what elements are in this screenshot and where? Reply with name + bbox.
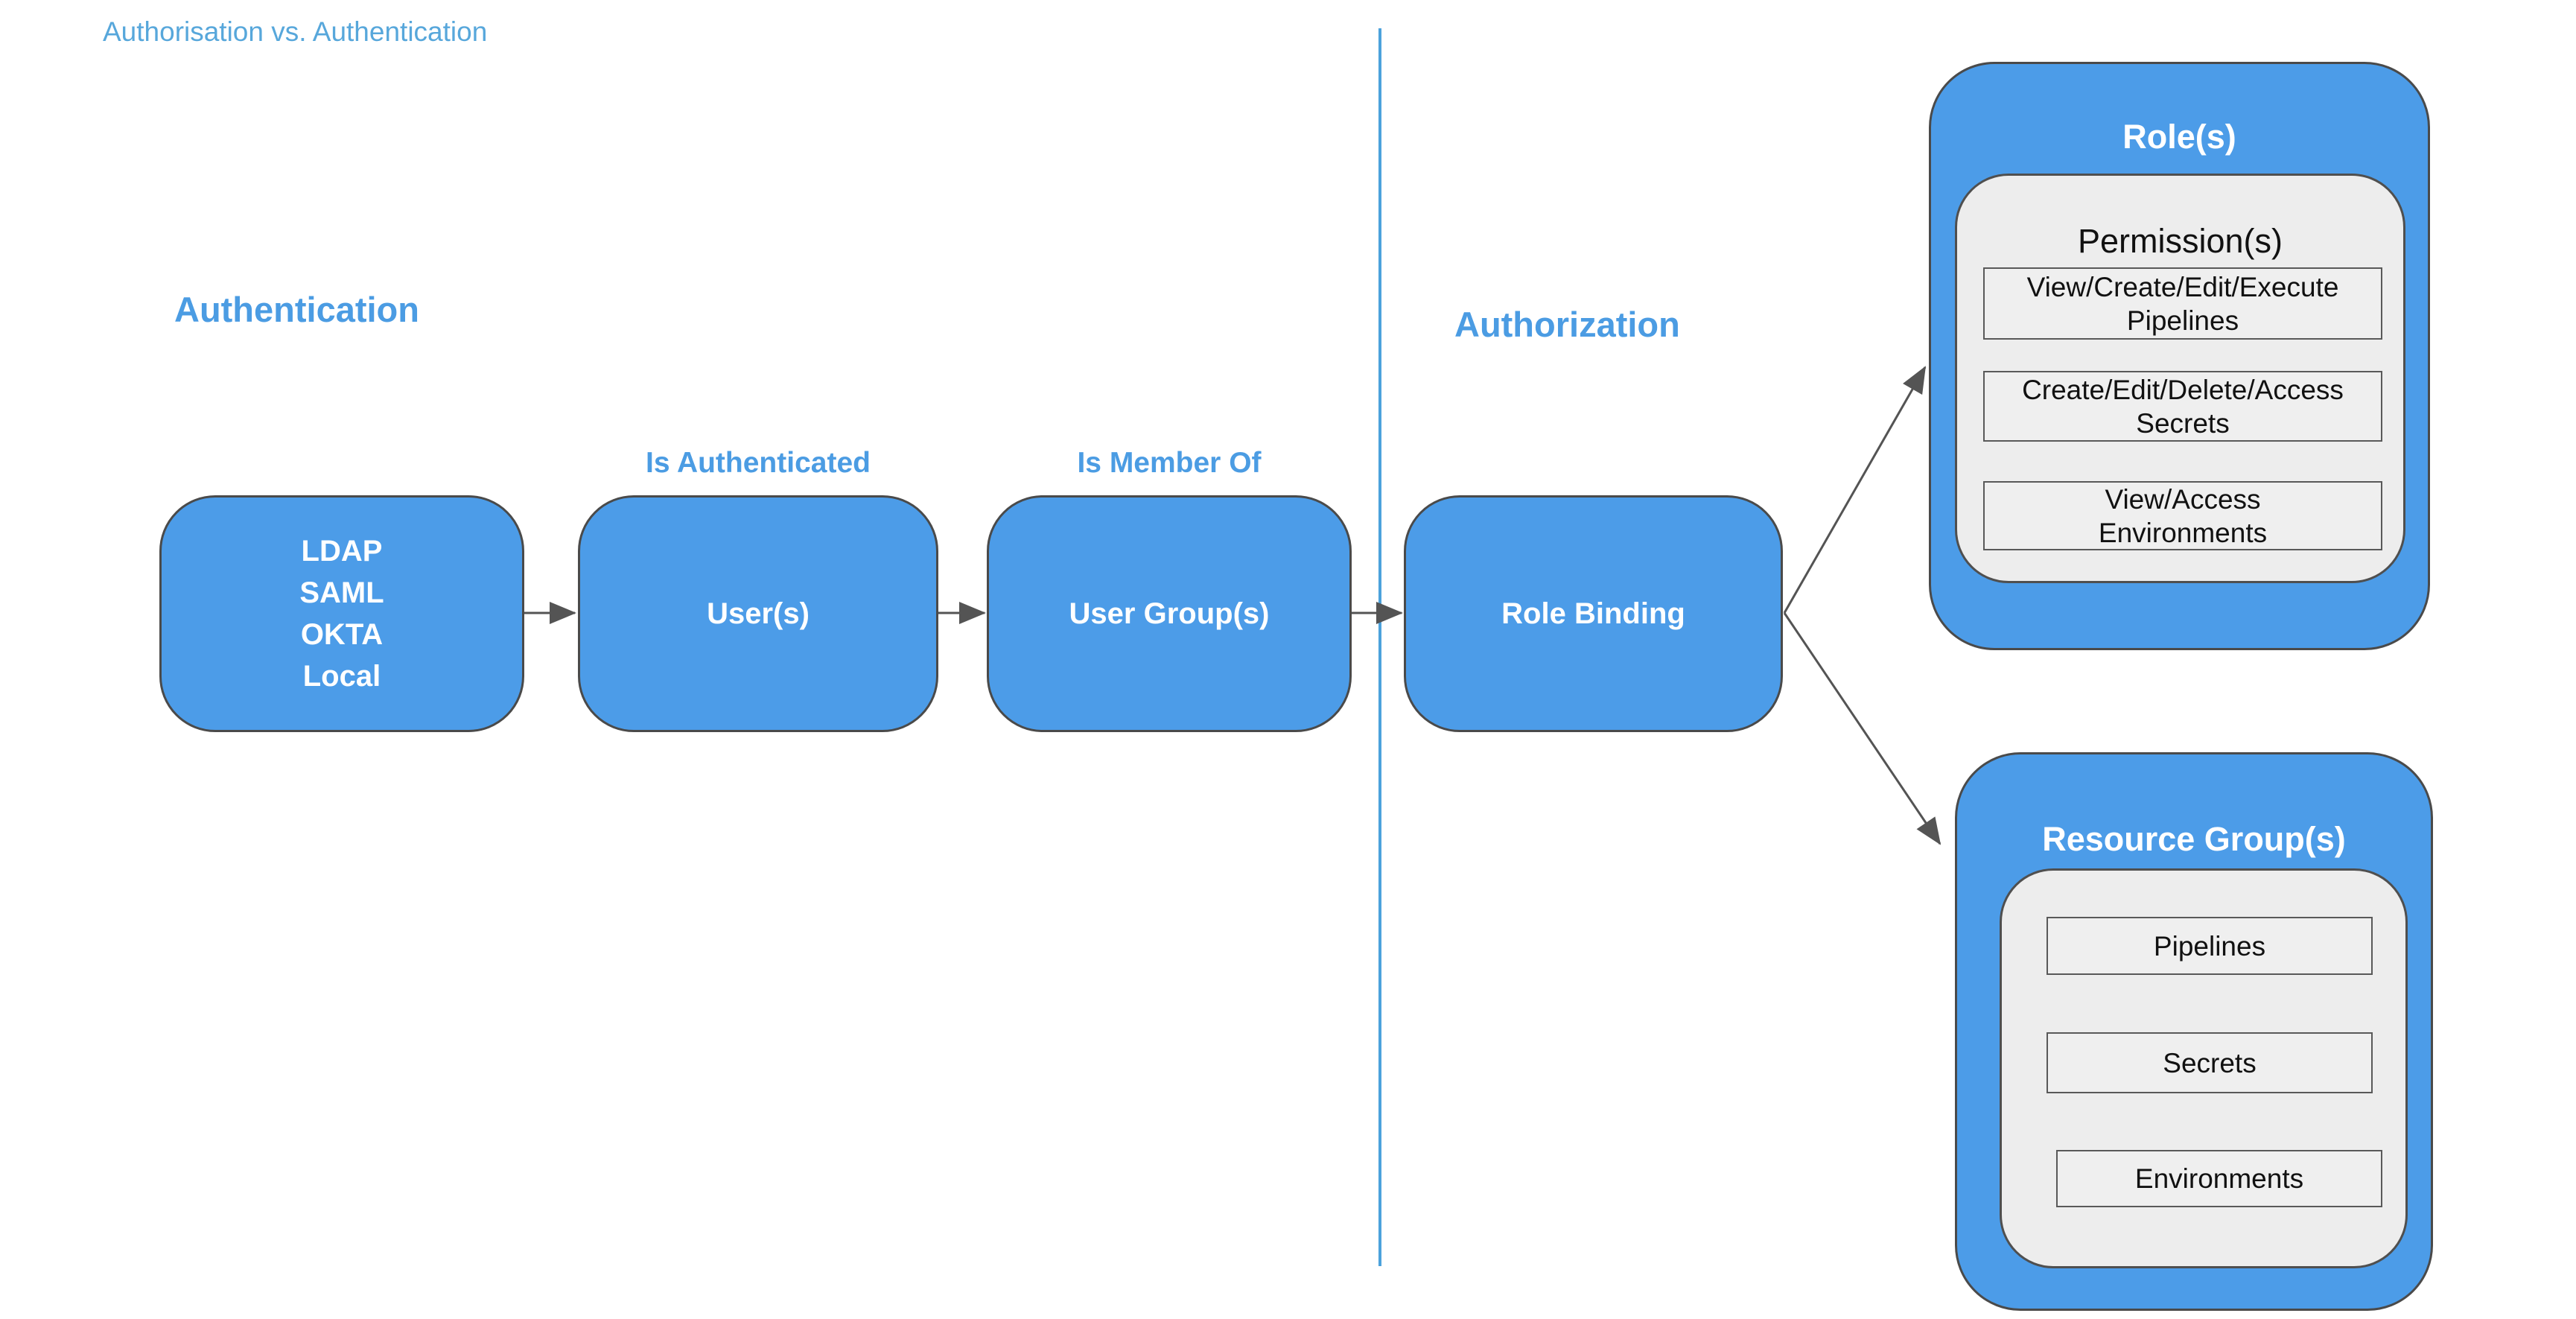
resource-item-environments: Environments — [2056, 1150, 2382, 1207]
identity-providers-node: LDAP SAML OKTA Local — [159, 495, 524, 732]
permission-item-environments: View/Access Environments — [1983, 481, 2382, 550]
resource-item-pipelines: Pipelines — [2047, 917, 2373, 975]
resource-groups-container: Resource Group(s) Pipelines Secrets Envi… — [1955, 752, 2433, 1311]
roles-group-container: Role(s) Permission(s) View/Create/Edit/E… — [1929, 62, 2430, 650]
arrow-rolebinding-to-resourcegroups — [1783, 612, 1941, 845]
permissions-panel-heading: Permission(s) — [2077, 222, 2283, 260]
arrow-rolebinding-to-roles — [1783, 366, 1927, 614]
users-node: User(s) — [578, 495, 938, 732]
permissions-panel: Permission(s) View/Create/Edit/Execute P… — [1955, 174, 2405, 583]
roles-group-title: Role(s) — [2122, 118, 2236, 156]
resource-item-secrets: Secrets — [2047, 1032, 2373, 1093]
user-groups-node: User Group(s) — [987, 495, 1352, 732]
is-member-of-label: Is Member Of — [1077, 447, 1262, 479]
authentication-section-heading: Authentication — [174, 290, 419, 329]
is-authenticated-label: Is Authenticated — [646, 447, 871, 479]
resources-panel: Pipelines Secrets Environments — [2000, 868, 2408, 1268]
authorization-section-heading: Authorization — [1454, 305, 1680, 344]
resource-groups-title: Resource Group(s) — [2042, 820, 2346, 858]
section-divider-line — [1378, 28, 1381, 1266]
page-title: Authorisation vs. Authentication — [103, 16, 488, 47]
role-binding-node: Role Binding — [1404, 495, 1783, 732]
permission-item-pipelines: View/Create/Edit/Execute Pipelines — [1983, 267, 2382, 340]
permission-item-secrets: Create/Edit/Delete/Access Secrets — [1983, 371, 2382, 442]
